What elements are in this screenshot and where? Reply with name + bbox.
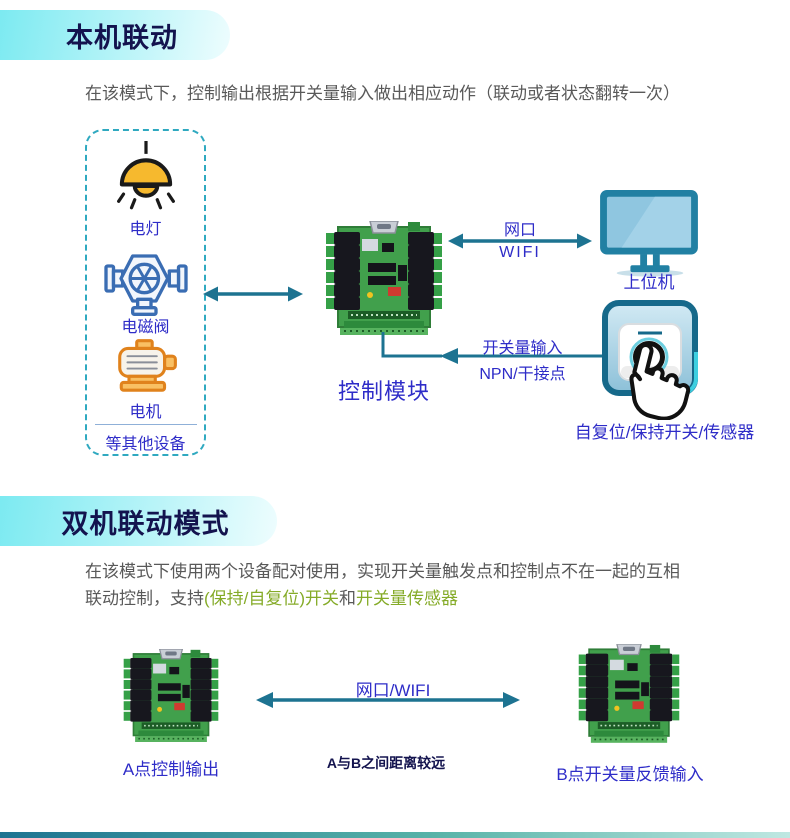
section-local-description: 在该模式下，控制输出根据开关量输入做出相应动作（联动或者状态翻转一次） <box>85 84 680 103</box>
device-box-footer: 等其他设备 <box>105 436 186 453</box>
host-label: 上位机 <box>623 273 675 292</box>
section-dual-description: 在该模式下使用两个设备配对使用，实现开关量触发点和控制点不在一起的互相 联动控制… <box>85 558 735 612</box>
device-box-divider <box>95 424 197 425</box>
dual-desc-green1: (保持/自复位)开关 <box>204 589 340 608</box>
dual-desc-line2-and: 和 <box>339 589 357 608</box>
control-module-label: 控制模块 <box>337 379 430 404</box>
double-arrow-icon <box>448 233 592 249</box>
dual-desc-line2-gray: 联动控制，支持 <box>85 589 204 608</box>
section-local-title: 本机联动 <box>66 22 178 53</box>
board-a-pcb-icon <box>122 649 220 742</box>
solenoid-valve-label: 电磁阀 <box>121 319 170 336</box>
node-a-label: A点控制输出 <box>122 760 220 779</box>
lamp-icon <box>117 141 175 210</box>
hand-cursor-icon <box>629 342 691 420</box>
device-box <box>85 129 206 456</box>
distance-note: A与B之间距离较远 <box>326 755 446 771</box>
section-dual-title: 双机联动模式 <box>61 508 230 539</box>
dual-desc-green2: 开关量传感器 <box>356 589 459 608</box>
monitor-icon <box>600 189 698 277</box>
host-link-label-bottom: WIFI <box>499 244 541 261</box>
input-link-label-bottom: NPN/干接点 <box>479 366 566 383</box>
node-b-label: B点开关量反馈输入 <box>556 765 704 784</box>
board-b-pcb-icon <box>577 644 681 743</box>
motor-label: 电机 <box>129 404 162 421</box>
double-arrow-icon <box>203 286 303 302</box>
host-link-label-top: 网口 <box>503 222 536 239</box>
input-link-label-top: 开关量输入 <box>482 340 563 357</box>
input-arrow-icon <box>381 332 602 364</box>
dual-desc-line1: 在该模式下使用两个设备配对使用，实现开关量触发点和控制点不在一起的互相 <box>85 562 680 581</box>
bottom-accent-bar <box>0 832 790 838</box>
solenoid-valve-icon <box>104 254 188 316</box>
section-local-title-band: 本机联动 <box>0 10 230 60</box>
switch-label: 自复位/保持开关/传感器 <box>574 423 755 442</box>
section-dual-title-band: 双机联动模式 <box>0 496 277 546</box>
dual-link-label: 网口/WIFI <box>355 681 431 700</box>
control-module-pcb-icon <box>324 221 444 335</box>
touch-switch-icon <box>602 300 698 420</box>
motor-icon <box>118 339 177 392</box>
double-arrow-icon <box>256 692 520 708</box>
lamp-label: 电灯 <box>129 221 162 238</box>
